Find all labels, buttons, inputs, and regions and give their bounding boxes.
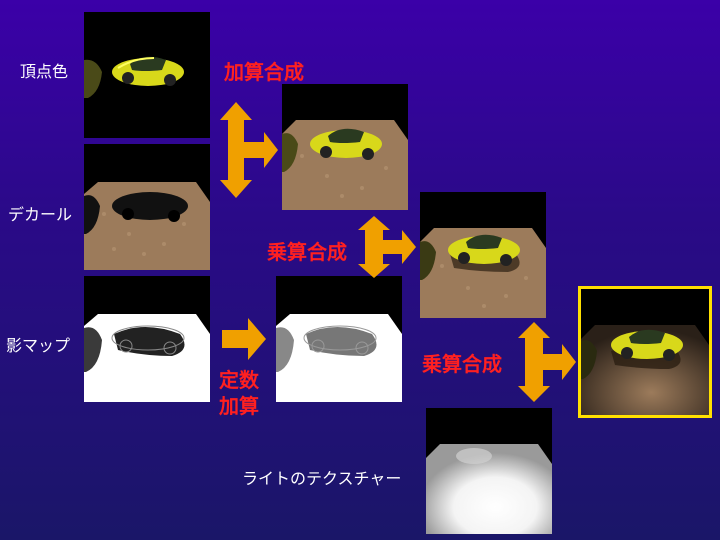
op-constant-line2: 加算	[219, 394, 259, 418]
panel-light-texture	[426, 408, 552, 534]
arrow-multiply-2	[518, 322, 576, 402]
op-constant-line1: 定数	[219, 368, 259, 392]
label-decal: デカール	[8, 205, 73, 224]
op-multiply-1: 乗算合成	[267, 240, 347, 264]
label-shadow-map: 影マップ	[6, 336, 71, 355]
label-vertex-color: 頂点色	[20, 62, 69, 81]
arrow-additive	[220, 102, 278, 198]
panel-vertex-color	[84, 12, 210, 138]
panel-final-result	[578, 286, 712, 418]
panel-constant-added	[276, 276, 402, 402]
op-multiply-2: 乗算合成	[422, 352, 502, 376]
arrow-multiply-1	[358, 216, 416, 278]
op-additive: 加算合成	[224, 60, 304, 84]
label-light-texture: ライトのテクスチャー	[242, 469, 402, 488]
arrow-constant-add	[222, 318, 266, 360]
panel-additive-result	[282, 84, 408, 210]
panel-decal	[84, 144, 210, 270]
panel-shadow-map	[84, 276, 210, 402]
panel-multiply-result	[420, 192, 546, 318]
